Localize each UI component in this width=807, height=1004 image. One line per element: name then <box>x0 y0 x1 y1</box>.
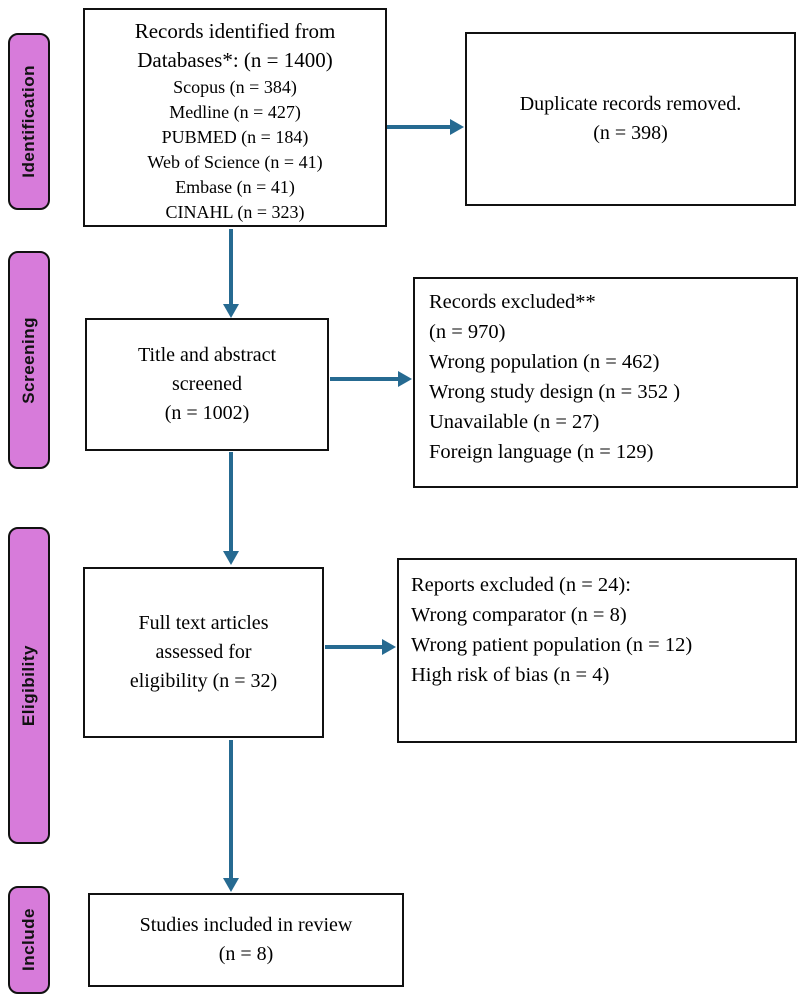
records-excluded-line-2: (n = 970) <box>429 321 506 343</box>
arrow-screening-to-records-excluded-icon <box>330 371 412 387</box>
stage-label-include-text: Include <box>19 908 38 972</box>
title-abstract-line-1: Title and abstract <box>137 344 277 366</box>
stage-label-eligibility: Eligibility <box>8 527 50 844</box>
full-text-line-3: eligibility (n = 32) <box>129 670 278 692</box>
records-identified-source-web-of-science: Web of Science (n = 41) <box>147 151 323 172</box>
arrow-records-to-screening-icon <box>223 229 239 318</box>
reports-excluded-line-3: Wrong patient population (n = 12) <box>411 634 693 656</box>
arrow-fulltext-to-included-icon <box>223 740 239 892</box>
box-studies-included: Studies included in review (n = 8) <box>88 893 404 987</box>
reports-excluded-line-4: High risk of bias (n = 4) <box>411 664 610 686</box>
full-text-line-1: Full text articles <box>138 612 269 634</box>
box-title-abstract-screened: Title and abstract screened (n = 1002) <box>85 318 329 451</box>
stage-label-include: Include <box>8 886 50 994</box>
stage-label-identification-text: Identification <box>19 65 38 178</box>
reports-excluded-line-2: Wrong comparator (n = 8) <box>411 604 627 626</box>
arrow-records-to-duplicates-icon <box>387 119 464 135</box>
title-abstract-line-2: screened <box>172 373 242 395</box>
box-records-excluded: Records excluded** (n = 970) Wrong popul… <box>413 277 798 488</box>
records-excluded-line-1: Records excluded** <box>429 291 596 313</box>
reports-excluded-line-1: Reports excluded (n = 24): <box>411 574 631 596</box>
records-excluded-line-4: Wrong study design (n = 352 ) <box>429 381 681 403</box>
stage-label-identification: Identification <box>8 33 50 210</box>
records-identified-source-scopus: Scopus (n = 384) <box>173 76 297 97</box>
records-excluded-line-5: Unavailable (n = 27) <box>429 411 600 433</box>
box-reports-excluded: Reports excluded (n = 24): Wrong compara… <box>397 558 797 743</box>
arrow-screening-to-fulltext-icon <box>223 452 239 565</box>
studies-included-line-1: Studies included in review <box>139 914 353 936</box>
duplicates-removed-line-1: Duplicate records removed. <box>519 93 742 115</box>
records-identified-source-medline: Medline (n = 427) <box>169 101 301 122</box>
stage-label-screening-text: Screening <box>19 316 38 404</box>
full-text-line-2: assessed for <box>155 641 252 663</box>
box-full-text-assessed: Full text articles assessed for eligibil… <box>83 567 324 738</box>
records-identified-source-pubmed: PUBMED (n = 184) <box>161 126 309 147</box>
title-abstract-line-3: (n = 1002) <box>164 402 250 424</box>
records-identified-title-line-1: Records identified from <box>134 18 336 43</box>
studies-included-line-2: (n = 8) <box>218 943 274 965</box>
box-records-identified: Records identified from Databases*: (n =… <box>83 8 387 227</box>
records-identified-source-embase: Embase (n = 41) <box>175 176 295 197</box>
arrow-fulltext-to-reports-excluded-icon <box>325 639 396 655</box>
records-excluded-line-6: Foreign language (n = 129) <box>429 441 654 463</box>
records-identified-source-cinahl: CINAHL (n = 323) <box>165 201 305 222</box>
stage-label-screening: Screening <box>8 251 50 469</box>
records-identified-title-line-2: Databases*: (n = 1400) <box>137 47 333 72</box>
box-duplicates-removed: Duplicate records removed. (n = 398) <box>465 32 796 206</box>
records-excluded-line-3: Wrong population (n = 462) <box>429 351 660 373</box>
stage-label-eligibility-text: Eligibility <box>19 644 38 727</box>
duplicates-removed-line-2: (n = 398) <box>593 122 668 144</box>
